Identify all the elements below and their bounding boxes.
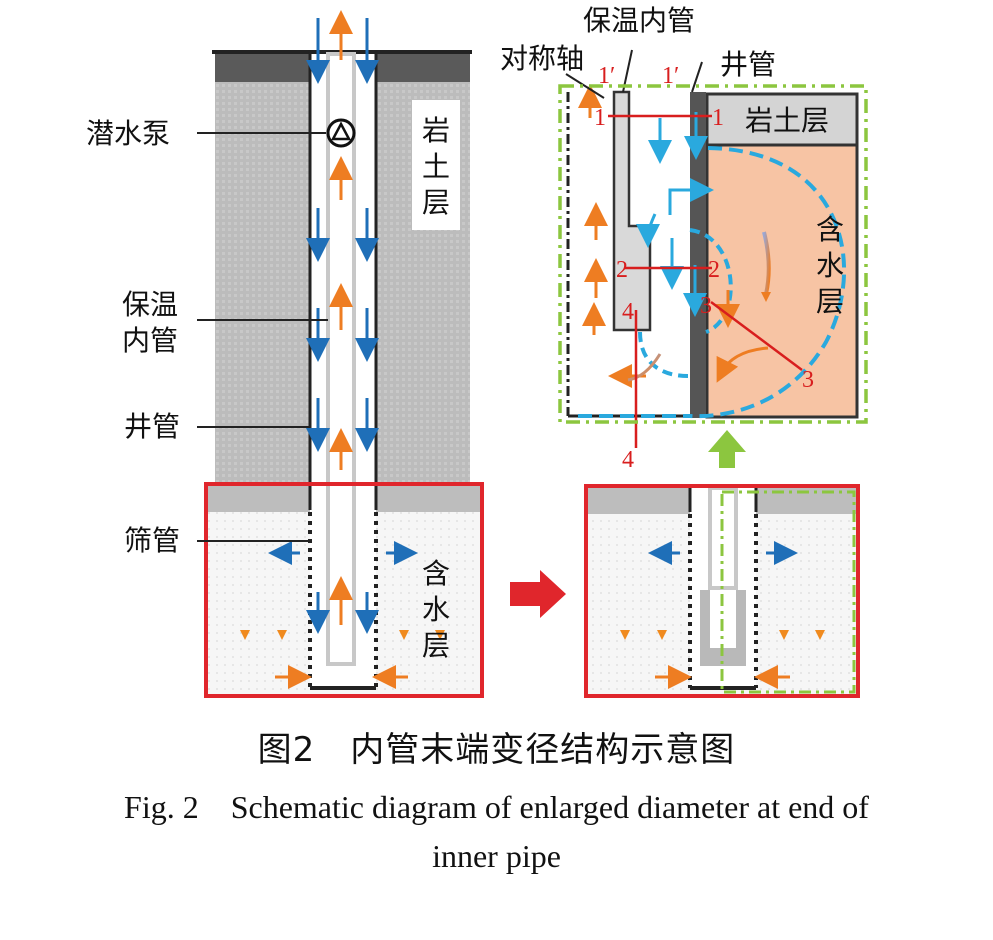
caption-en-line2: inner pipe xyxy=(432,838,561,874)
section-2-left: 2 xyxy=(616,257,628,283)
detail-panel xyxy=(558,49,868,448)
pump-icon xyxy=(326,118,356,148)
well-pipe-top-label: 井管 xyxy=(720,48,777,81)
leader-lines xyxy=(197,132,328,542)
well-pipe-label: 井管 xyxy=(124,410,181,443)
symmetry-axis-label: 对称轴 xyxy=(500,42,585,75)
cold-flow-arrows-left xyxy=(268,18,418,634)
aquifer-label-left: 含水层 xyxy=(421,557,450,662)
caption-zh: 图2 内管末端变径结构示意图 xyxy=(257,730,736,770)
pump-label: 潜水泵 xyxy=(86,117,171,150)
aquifer-zone-right-bottom xyxy=(586,486,858,696)
caption-en-line1: Fig. 2 Schematic diagram of enlarged dia… xyxy=(124,789,869,825)
rock-soil-label-left: 岩土层 xyxy=(421,114,450,219)
screen-pipe-left xyxy=(308,512,378,690)
warm-flow-arrows-left xyxy=(275,10,408,689)
aquifer-label-right: 含水层 xyxy=(815,213,844,318)
section-3-b: 3 xyxy=(802,367,814,393)
section-4-b: 4 xyxy=(622,447,634,473)
section-1-left: 1 xyxy=(594,105,606,131)
section-2-right: 2 xyxy=(708,257,720,283)
highlight-box-left xyxy=(204,482,484,698)
rock-soil-label-right: 岩土层 xyxy=(745,104,830,137)
section-1prime-b: 1′ xyxy=(662,63,680,89)
transition-arrow-icon xyxy=(510,570,566,618)
section-1-right: 1 xyxy=(712,105,724,131)
screen-pipe-label: 筛管 xyxy=(124,524,181,557)
highlight-box-right xyxy=(584,484,860,698)
section-3-a: 3 xyxy=(700,293,712,319)
schematic-svg xyxy=(197,10,868,698)
section-1prime-a: 1′ xyxy=(598,63,616,89)
zoom-region-box xyxy=(720,490,856,694)
section-4-a: 4 xyxy=(622,299,634,325)
inner-pipe-label: 保温内管 xyxy=(121,288,178,357)
aquifer-flow-arrows-left xyxy=(243,578,442,632)
inner-pipe-top-label: 保温内管 xyxy=(583,4,696,37)
zoom-arrow-icon xyxy=(708,430,746,468)
